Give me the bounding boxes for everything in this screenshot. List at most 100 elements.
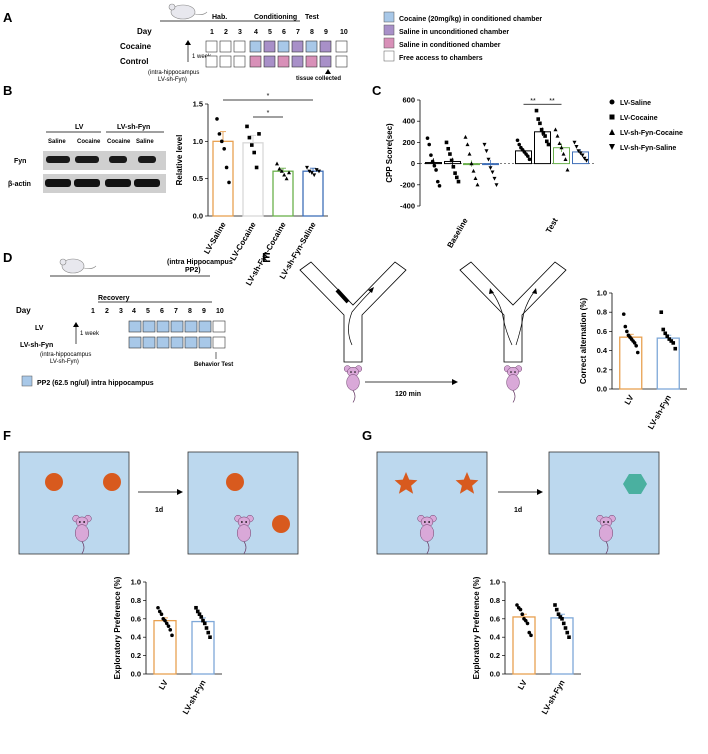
- d-day-number: 6: [160, 308, 164, 315]
- y-tick-label: 600: [402, 96, 415, 105]
- object-circle-moved: [272, 515, 290, 533]
- data-point: [202, 621, 207, 626]
- data-point: [435, 179, 440, 184]
- data-point: [539, 127, 544, 132]
- b-lane-label: Cocaine: [107, 139, 131, 145]
- data-point: [197, 612, 202, 616]
- a-legend-swatch: [383, 37, 395, 49]
- a-legend-label: Saline in unconditioned chamber: [399, 29, 509, 36]
- d-schedule-box: [170, 320, 184, 333]
- d-schedule-box: [212, 336, 226, 349]
- y-tick-label: 0.6: [490, 614, 500, 623]
- a-schedule-box: [291, 55, 304, 68]
- d-injection-note-2: LV-sh-Fyn): [50, 359, 79, 365]
- data-point: [247, 135, 252, 140]
- data-point: [204, 626, 209, 630]
- x-tick-label: LV: [157, 678, 170, 691]
- data-point: [517, 142, 522, 147]
- data-point: [527, 157, 532, 162]
- panel-letter-e: E: [262, 250, 271, 265]
- y-tick-label: 0.5: [193, 174, 203, 183]
- y-tick-label: 1.0: [490, 578, 500, 587]
- a-week-arrow: [185, 40, 191, 62]
- e-delay-label: 120 min: [395, 391, 421, 398]
- d-phase-recovery: Recovery: [98, 295, 130, 302]
- data-point: [635, 350, 640, 355]
- x-tick-label: LV-Saline: [202, 220, 228, 256]
- data-point: [224, 165, 229, 170]
- data-point: [560, 617, 564, 621]
- a-group-control: Control: [120, 57, 148, 66]
- data-point: [163, 618, 167, 623]
- y-tick-label: 0.4: [490, 633, 501, 642]
- y-tick-label: 400: [402, 117, 415, 126]
- data-point: [309, 171, 314, 175]
- b-lane-label: Saline: [136, 139, 154, 145]
- y-tick-label: 1.0: [193, 137, 203, 146]
- data-point: [544, 139, 549, 144]
- y-axis-label: CPP Score(sec): [385, 123, 394, 183]
- a-legend-swatch: [383, 24, 395, 36]
- mouse-icon: [234, 514, 254, 554]
- object-hexagon-novel: [623, 474, 647, 494]
- data-point: [621, 312, 626, 316]
- data-point: [584, 158, 589, 163]
- y-tick-label: 0.6: [597, 327, 607, 336]
- data-point: [250, 143, 254, 147]
- data-point: [578, 151, 583, 156]
- d-day-number: 8: [188, 308, 192, 315]
- data-point: [565, 630, 570, 635]
- blot-band-actin: [74, 179, 100, 187]
- sig-star: **: [549, 98, 555, 105]
- blot-band-actin: [105, 179, 131, 187]
- a-schedule-box: [305, 55, 318, 68]
- data-point: [469, 161, 474, 166]
- a-legend-swatch: [383, 11, 395, 23]
- a-day-number: 8: [310, 29, 314, 36]
- data-point: [194, 605, 198, 610]
- d-week-arrow: [73, 322, 79, 344]
- bar: [272, 170, 294, 217]
- d-day-label: Day: [16, 306, 31, 315]
- data-point: [561, 151, 566, 156]
- x-tick-label: LV: [516, 678, 529, 691]
- d-legend-label: PP2 (62.5 ng/ul) intra hippocampus: [37, 380, 154, 387]
- sig-star: *: [267, 110, 270, 117]
- a-schedule-box: [291, 40, 304, 53]
- d-schedule-box: [142, 320, 156, 333]
- bar: [619, 336, 643, 390]
- a-schedule-box: [249, 55, 262, 68]
- mouse-icon: [596, 514, 616, 554]
- b-group-lv: LV: [75, 124, 84, 131]
- x-tick-label: LV-Cocaine: [228, 220, 258, 262]
- data-point: [473, 176, 478, 181]
- a-week-note: 1 week: [192, 54, 212, 60]
- data-point: [463, 134, 468, 139]
- d-day-number: 9: [202, 308, 206, 315]
- d-day-number: 2: [105, 308, 109, 315]
- data-point: [206, 630, 211, 635]
- d-day-number: 7: [174, 308, 178, 315]
- y-tick-label: 1.0: [597, 289, 607, 298]
- y-tick-label: 0: [411, 159, 415, 168]
- a-schedule-box: [219, 40, 232, 53]
- data-point: [555, 133, 560, 138]
- data-point: [166, 624, 171, 628]
- data-point: [665, 334, 670, 338]
- data-point: [254, 165, 259, 170]
- bar: [191, 620, 215, 675]
- data-point: [520, 612, 525, 616]
- data-point: [451, 164, 456, 169]
- data-point: [523, 618, 528, 623]
- data-point: [671, 341, 676, 345]
- data-point: [576, 149, 581, 154]
- y-tick-label: -400: [400, 202, 415, 211]
- a-schedule-box: [249, 40, 262, 53]
- data-point: [632, 341, 637, 345]
- a-day-number: 2: [224, 29, 228, 36]
- object-circle: [103, 473, 121, 491]
- y-axis-label: Exploratory Preference (%): [113, 576, 122, 679]
- mouse-icon: [72, 514, 92, 554]
- b-group-lv-sh-fyn: LV-sh-Fyn: [117, 124, 150, 131]
